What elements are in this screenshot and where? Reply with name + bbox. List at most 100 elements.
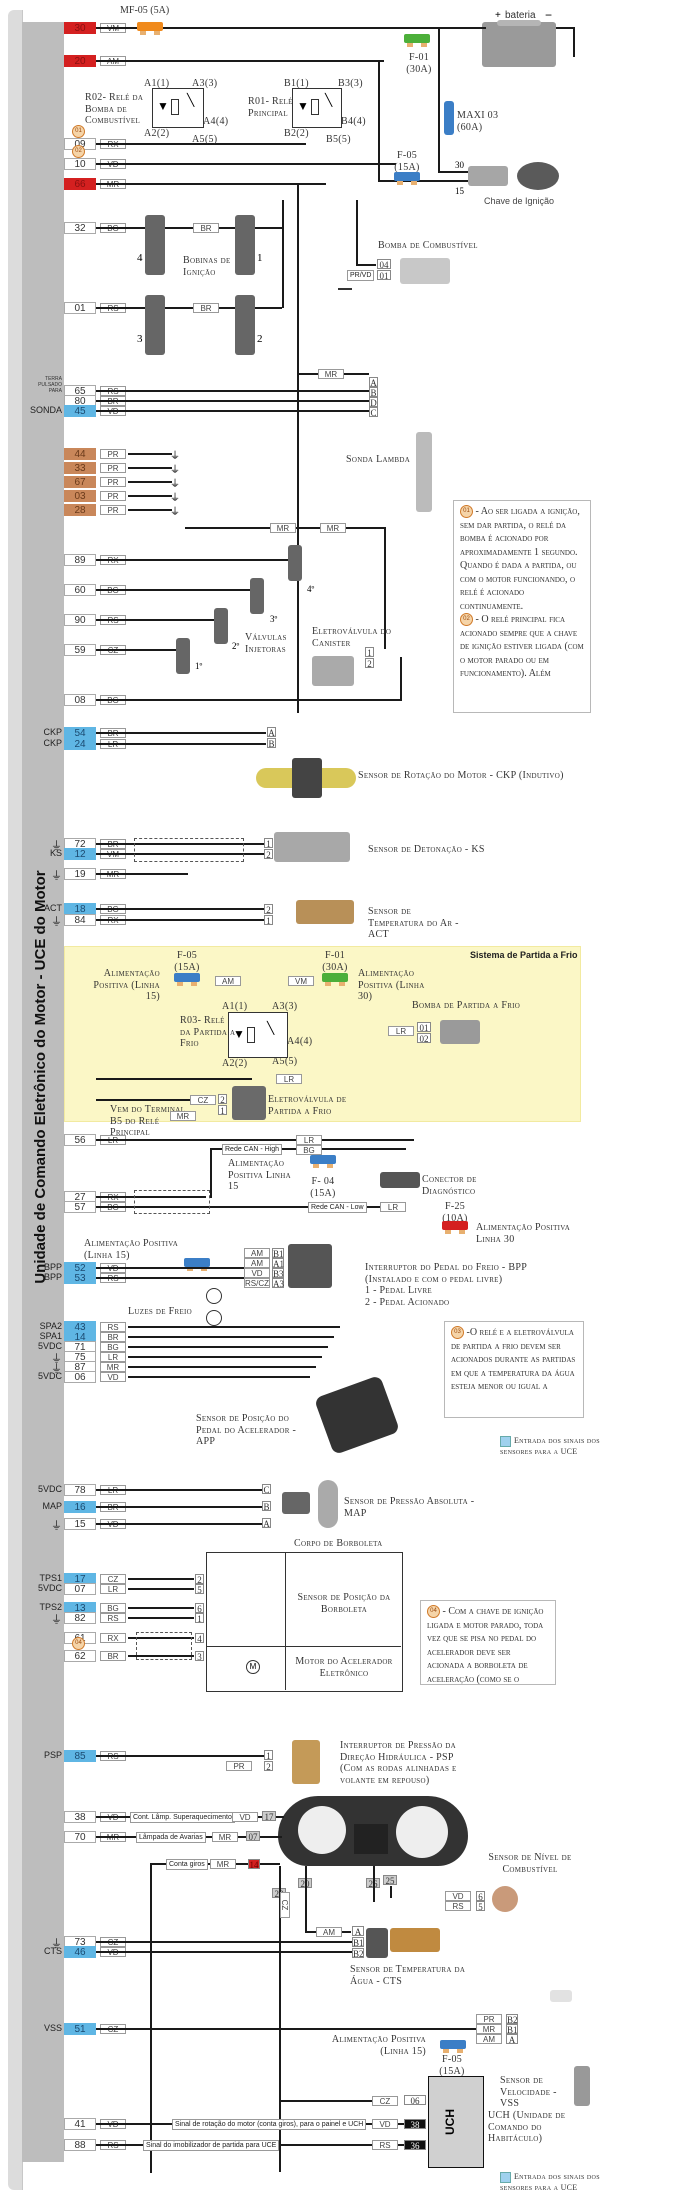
cts-sensor-body [390, 1928, 440, 1952]
note-01: 01 - Ao ser ligada a ignição, sem dar pa… [453, 500, 591, 713]
ks-shield [134, 838, 244, 862]
legend-1: Entrada dos sinais dos sensores para a U… [500, 1436, 610, 1456]
wire-10-vd [96, 163, 396, 165]
diagnostic-connector-icon[interactable] [380, 1172, 420, 1188]
uch-pin-38: 38 [404, 2119, 426, 2130]
ground-icon: ⏚ [170, 493, 180, 504]
wire-20 [305, 1866, 307, 1932]
tachometer-gauge-icon [298, 1806, 346, 1854]
warning-lights-panel [354, 1824, 388, 1854]
legend-swatch [500, 1436, 511, 1447]
legend-text: Entrada dos sinais dos sensores para a U… [500, 1436, 600, 1456]
uce-pin-17: 17 [64, 1573, 96, 1585]
uce-pin-07: 07 [64, 1583, 96, 1595]
fuse-f04-name: F- 04 [311, 1176, 335, 1187]
lambda-pin-b: B [369, 387, 378, 398]
lambda-pin-c: C [369, 407, 378, 418]
uce-pin-15: 15 [64, 1518, 96, 1530]
relay-r01-pin-b1: B1(1) [284, 78, 309, 89]
diag-feed15: Alimentação Positiva Linha 15 [228, 1158, 291, 1192]
bpp-pin-b1: B1 [272, 1248, 284, 1259]
tach-wire-mr: MR [210, 1859, 236, 1869]
fuse-f01-icon [404, 34, 430, 47]
bpp-wire-vd: VD [244, 1268, 270, 1278]
ignition-coil-4-icon [145, 215, 165, 275]
pin-signal-label: TPS1 [39, 1573, 62, 1583]
diag-wire-lr2: LR [380, 1202, 406, 1212]
fuse-f05-rating: (15A) [439, 2065, 465, 2077]
wire-app [128, 1326, 340, 1328]
can-shield [134, 1190, 210, 1214]
wire-color-code: PR [100, 505, 126, 515]
wire-mr-trunk [297, 183, 299, 713]
pin-signal-label: CKP [43, 727, 62, 737]
uce-pin-44: 44 [64, 448, 96, 460]
uce-pin-06: 06 [64, 1371, 96, 1383]
cluster-pin-14: 14 [248, 1859, 260, 1870]
psp-ground-wire: PR [226, 1761, 252, 1771]
uce-pin-24: 24 [64, 738, 96, 750]
wire-color-code: RS [100, 1613, 126, 1623]
canister-label: Eletroválvula do Canister [312, 626, 392, 649]
pin-signal-label: SPA1 [39, 1331, 62, 1341]
uce-pin-51: 51 [64, 2023, 96, 2035]
cold-pump-pin-02: 02 [417, 1033, 431, 1044]
instrument-cluster-icon [278, 1796, 468, 1866]
ignition-key-icon[interactable] [517, 162, 559, 190]
fuel-pump-pin-04: 04 [377, 259, 391, 270]
wire-color-code: PR [100, 463, 126, 473]
wire-46-vd [96, 1951, 352, 1953]
wire-color-code: MR [100, 1362, 126, 1372]
throttle-pin: 3 [195, 1651, 204, 1662]
wire-19-mr [96, 873, 188, 875]
ground-icon: ⏚ [51, 1520, 62, 1532]
uce-module-edge [8, 10, 23, 2190]
diode-icon: ▼ [233, 1027, 245, 1041]
note-reference-badge: 04 [72, 1637, 85, 1650]
wire-40-rs [96, 1078, 252, 1080]
wire-25 [390, 1886, 392, 1898]
canister-pin-1: 1 [365, 647, 374, 658]
wire-37-cz [96, 1099, 216, 1101]
ground-icon: ⏚ [51, 1938, 62, 1950]
cold-start-wire-mr: MR [170, 1111, 196, 1121]
wire-16-br [96, 1506, 262, 1508]
throttle-motor-shield [136, 1632, 192, 1660]
pin-signal-label: VSS [43, 2023, 62, 2033]
battery-plus: + [495, 10, 501, 21]
wire-f05-to-key [378, 180, 468, 182]
bpp-state-1: 1 - Pedal Livre [365, 1285, 432, 1296]
pin-signal-label: 5VDC [37, 1484, 62, 1494]
diag-feed30: Alimentação Positiva Linha 30 [476, 1222, 571, 1245]
wire-45-vd [96, 410, 378, 412]
ground-icon: ⏚ [51, 840, 62, 852]
wire-53-rs [96, 1277, 246, 1279]
wire-pump-vd [356, 200, 358, 264]
wire-57-bg [96, 1206, 406, 1208]
fuse-f01-rating: (30A) [406, 63, 432, 75]
uce-pin-59: 59 [64, 644, 96, 656]
key-term-30: 30 [455, 160, 464, 170]
wire-battery-negative [556, 27, 574, 29]
injector-bus-wire: MR [320, 523, 346, 533]
wire-f05-feed [378, 60, 380, 180]
coil-icon [171, 99, 179, 115]
map-sensor-icon [282, 1492, 310, 1514]
cts-wire-am: AM [316, 1927, 342, 1937]
wire-78-lr [96, 1489, 262, 1491]
cold-start-pump-label: Bomba de Partida a Frio [412, 1000, 521, 1011]
fuel-float-icon [550, 1990, 572, 2002]
note-badge-02: 02 [460, 613, 473, 627]
fault-lamp-label: Lâmpada de Avarias [136, 1832, 206, 1843]
lambda-pin-a: A [369, 377, 378, 388]
cts-sensor-icon [366, 1928, 388, 1958]
fuse-f01-label: F-01(30A) [404, 52, 434, 75]
uch-label: UCH (Unidade de Comando do Habitáculo) [488, 2110, 566, 2144]
uce-pin-10: 10 [64, 158, 96, 170]
wire-color-code: RS [100, 1322, 126, 1332]
wire-color-code: LR [100, 1584, 126, 1594]
cold-start-from-main-relay: Vem do Terminal B5 do Relé Principal [110, 1104, 186, 1138]
uce-pin-12: 12 [64, 848, 96, 860]
wire-maxi-to-key [438, 171, 468, 173]
